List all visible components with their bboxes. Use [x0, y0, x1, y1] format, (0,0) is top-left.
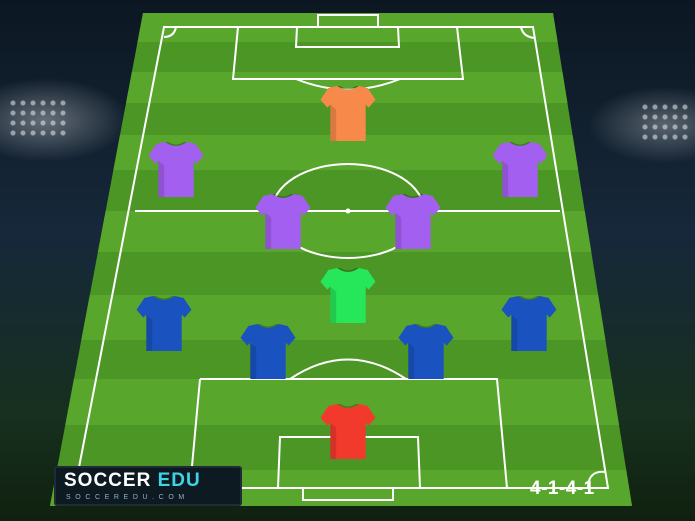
- player-midfielder-jersey-icon: [255, 193, 311, 251]
- player-midfielder-jersey-icon: [148, 141, 204, 199]
- player-defensive-midfielder-jersey-icon: [320, 267, 376, 325]
- logo-wordmark: SOCCER EDU: [64, 470, 201, 492]
- floodlight-right: [640, 102, 690, 144]
- top-goal-area: [294, 26, 401, 48]
- soccer-edu-logo: SOCCER EDU SOCCEREDU.COM: [54, 466, 242, 506]
- corner-arc-top-left: [163, 26, 177, 38]
- player-defender-jersey-icon: [501, 295, 557, 353]
- top-penalty-arc: [295, 78, 401, 91]
- corner-arc-bottom-right: [587, 470, 607, 489]
- bottom-penalty-arc: [289, 358, 407, 380]
- player-defender-jersey-icon: [136, 295, 192, 353]
- player-goalkeeper-jersey-icon: [320, 403, 376, 461]
- formation-label: 4-1-4-1: [530, 478, 595, 499]
- player-defender-jersey-icon: [398, 323, 454, 381]
- top-penalty-box: [231, 26, 465, 80]
- touchline: [73, 26, 610, 489]
- corner-arc-top-right: [520, 26, 536, 39]
- center-spot: [345, 208, 351, 214]
- player-midfielder-jersey-icon: [385, 193, 441, 251]
- top-goal: [317, 14, 379, 27]
- bottom-penalty-box: [188, 378, 509, 489]
- player-forward-jersey-icon: [320, 85, 376, 143]
- logo-url: SOCCEREDU.COM: [66, 494, 189, 501]
- player-defender-jersey-icon: [240, 323, 296, 381]
- floodlight-left: [8, 98, 70, 140]
- logo-wordmark-accent: EDU: [157, 470, 201, 491]
- player-midfielder-jersey-icon: [492, 141, 548, 199]
- bottom-goal: [302, 488, 394, 501]
- logo-wordmark-main: SOCCER: [64, 470, 158, 491]
